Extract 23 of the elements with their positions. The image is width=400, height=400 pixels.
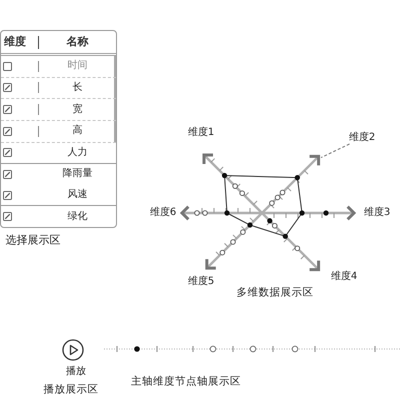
axis-label: 维度4 [330, 271, 358, 283]
axis-label: 维度3 [364, 207, 390, 219]
axis-label: 维度6 [150, 207, 176, 219]
area-caption: 选择展示区 [6, 233, 60, 247]
axis-end-chevron [307, 154, 321, 168]
dimension-name: 人力 [68, 146, 88, 159]
area-caption: 多维数据展示区 [236, 286, 314, 300]
dimension-name: 风速 [68, 189, 88, 202]
axis-label: 维度5 [188, 276, 214, 288]
leader-line [320, 144, 350, 158]
column-header: 名称 [66, 35, 88, 49]
dimension-name: 长 [72, 82, 82, 94]
dimension-name: 宽 [72, 104, 82, 116]
dimension-name: 绿化 [68, 210, 88, 223]
axis-label: 维度1 [188, 127, 214, 139]
column-header: 维度 [4, 35, 26, 49]
axis-label: 维度2 [348, 132, 376, 144]
area-caption: 播放展示区 [44, 384, 98, 396]
dimension-name: 时间 [68, 60, 88, 72]
dimension-name: 高 [72, 125, 82, 138]
play-label: 播放 [66, 366, 86, 378]
area-caption: 主轴维度节点轴展示区 [131, 376, 241, 388]
dimension-name: 降雨量 [62, 168, 92, 180]
